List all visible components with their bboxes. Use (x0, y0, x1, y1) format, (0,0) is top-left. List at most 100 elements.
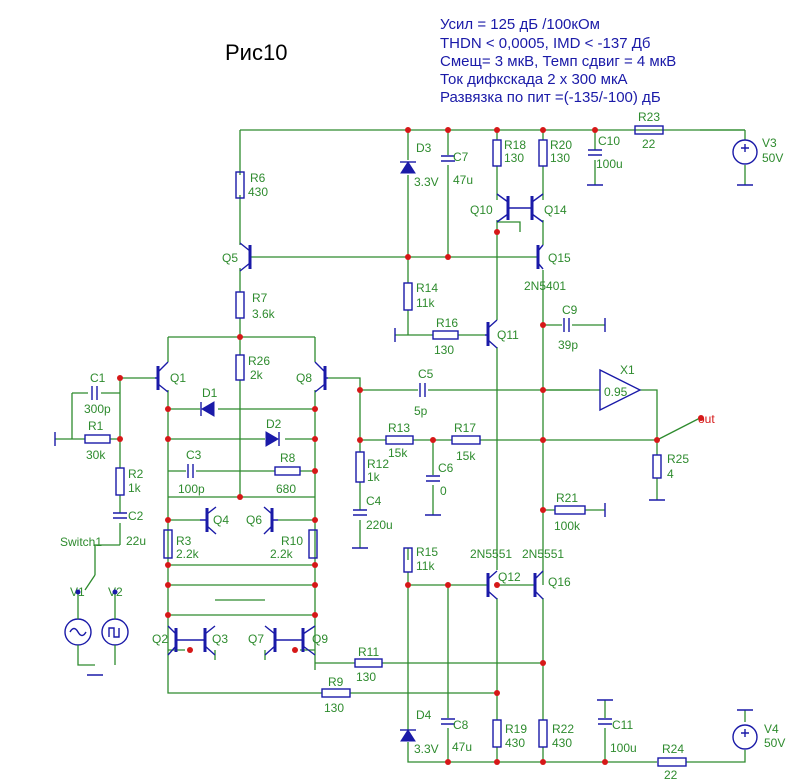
svg-text:4: 4 (667, 467, 674, 481)
svg-text:C7: C7 (453, 150, 469, 164)
svg-text:130: 130 (434, 343, 454, 357)
svg-text:R18: R18 (504, 138, 526, 152)
svg-text:R15: R15 (416, 545, 438, 559)
svg-text:Q14: Q14 (544, 203, 567, 217)
svg-text:5p: 5p (414, 404, 428, 418)
resistor-R1: R1 30k (84, 419, 111, 462)
svg-text:Q10: Q10 (470, 203, 493, 217)
svg-text:100k: 100k (554, 519, 581, 533)
svg-text:C5: C5 (418, 367, 434, 381)
note-offset: Смещ= 3 мкВ, Темп сдвиг = 4 мкВ (440, 53, 676, 70)
ground-symbols (54, 184, 753, 711)
svg-text:Switch1: Switch1 (60, 535, 102, 549)
svg-text:R26: R26 (248, 354, 270, 368)
svg-text:C6: C6 (438, 461, 454, 475)
svg-text:11k: 11k (416, 559, 435, 573)
svg-text:2.2k: 2.2k (176, 547, 200, 561)
svg-text:Q9: Q9 (312, 632, 328, 646)
svg-text:Q11: Q11 (497, 328, 519, 342)
svg-text:100u: 100u (610, 741, 637, 755)
svg-text:R9: R9 (328, 675, 344, 689)
transistor-Q2: Q2 (152, 625, 190, 656)
svg-text:Q16: Q16 (548, 575, 571, 589)
svg-text:C2: C2 (128, 509, 144, 523)
resistor-R16: R16 130 (432, 316, 459, 357)
svg-text:R11: R11 (358, 645, 379, 659)
svg-text:22: 22 (642, 137, 656, 151)
diode-D2: D2 (265, 417, 282, 447)
capacitor-C6: C60 (426, 461, 454, 498)
svg-text:Q7: Q7 (248, 632, 264, 646)
svg-text:1k: 1k (128, 481, 142, 495)
note-gain: Усил = 125 дБ /100кОм (440, 16, 600, 33)
note-diff-current: Ток дифкскада 2 x 300 мкА (440, 71, 628, 88)
svg-text:2.2k: 2.2k (270, 547, 294, 561)
output-terminal: out (698, 412, 715, 426)
svg-text:220u: 220u (366, 518, 393, 532)
svg-text:D2: D2 (266, 417, 282, 431)
svg-text:Q6: Q6 (246, 513, 262, 527)
svg-text:430: 430 (505, 736, 525, 750)
svg-text:680: 680 (276, 482, 296, 496)
svg-text:R6: R6 (250, 171, 266, 185)
zener-D4: D4 3.3V (400, 708, 439, 756)
transistor-Q9: Q9 (295, 625, 328, 656)
svg-text:R21: R21 (556, 491, 578, 505)
svg-text:R8: R8 (280, 451, 296, 465)
resistor-R8: R8 680 (274, 451, 301, 496)
svg-text:R17: R17 (454, 421, 476, 435)
buffer-X1: X10.95 (599, 363, 642, 412)
svg-text:3.3V: 3.3V (414, 742, 439, 756)
svg-text:30k: 30k (86, 448, 106, 462)
svg-text:130: 130 (324, 701, 344, 715)
svg-text:R10: R10 (281, 534, 303, 548)
svg-text:Q2: Q2 (152, 632, 168, 646)
svg-text:V4: V4 (764, 722, 779, 736)
svg-text:Q3: Q3 (212, 632, 228, 646)
svg-text:R3: R3 (176, 534, 192, 548)
junction-dots (117, 127, 660, 765)
svg-text:130: 130 (504, 151, 524, 165)
svg-text:R1: R1 (88, 419, 104, 433)
svg-text:R16: R16 (436, 316, 458, 330)
svg-text:47u: 47u (453, 173, 473, 187)
svg-text:22: 22 (664, 768, 678, 782)
svg-text:R12: R12 (367, 457, 389, 471)
svg-text:100p: 100p (178, 482, 205, 496)
transistor-Q7: Q7 (248, 625, 295, 656)
transistor-Q6: Q6 (246, 506, 278, 535)
svg-text:R20: R20 (550, 138, 572, 152)
svg-text:50V: 50V (762, 151, 783, 165)
svg-text:50V: 50V (764, 736, 785, 750)
diode-D1: D1 (200, 386, 218, 417)
svg-text:D4: D4 (416, 708, 432, 722)
svg-text:Q12: Q12 (498, 570, 521, 584)
svg-text:3.3V: 3.3V (414, 175, 439, 189)
svg-text:Q4: Q4 (213, 513, 229, 527)
svg-text:R23: R23 (638, 110, 660, 124)
svg-text:130: 130 (550, 151, 570, 165)
svg-text:0.95: 0.95 (604, 385, 628, 399)
svg-text:C10: C10 (598, 134, 620, 148)
transistor-Q10: Q10 (470, 193, 520, 223)
transistor-Q8: Q8 (296, 361, 328, 393)
svg-text:47u: 47u (452, 740, 472, 754)
